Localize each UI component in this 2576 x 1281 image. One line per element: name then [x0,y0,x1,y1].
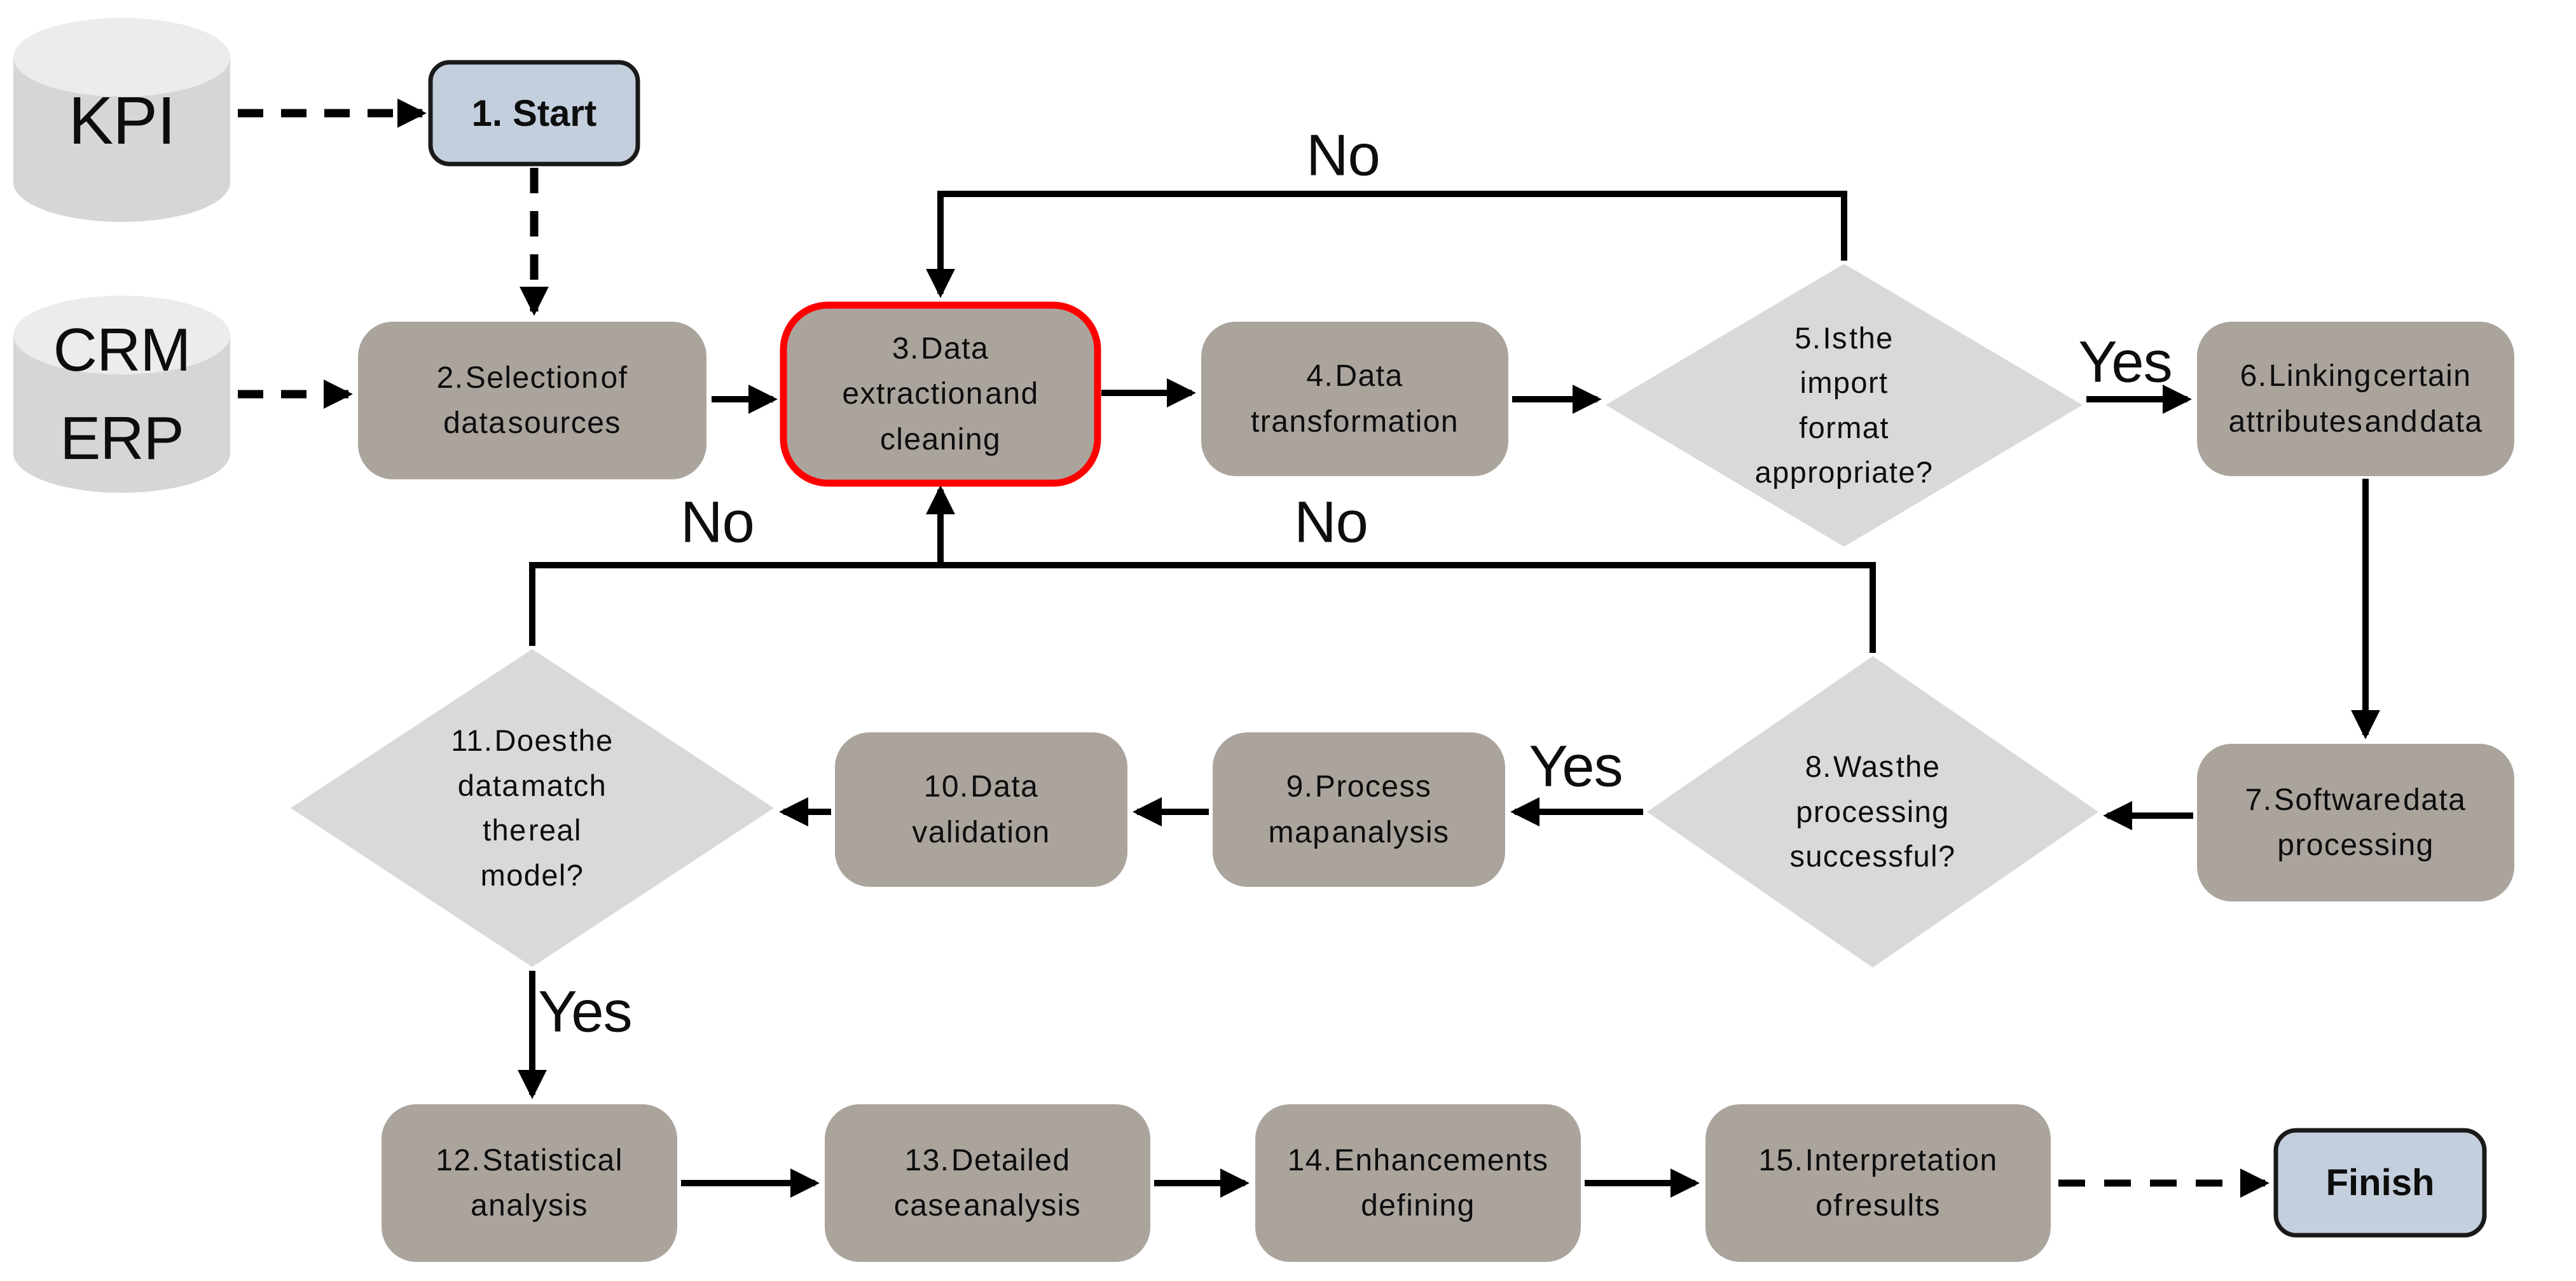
finish-node-label: Finish [2325,1162,2435,1203]
step12-shape [382,1104,677,1262]
decision11-label: 11. Does the data match the real model? [451,723,614,892]
step7-shape [2197,744,2514,901]
finish-shape [2273,1128,2487,1238]
step4-shape [1201,322,1508,476]
step9-label: 9. Process map analysis [1268,770,1450,849]
step7-label: 7. Software data processing [2245,783,2467,862]
step6-shape [2197,322,2514,476]
step6-label: 6. Linking certain attributes and data [2228,359,2483,439]
decision5-label: 5. Is the import format appropriate? [1754,320,1934,490]
start-shape [428,60,640,167]
step12-label: 12. Statistical analysis [436,1143,623,1223]
step13-label: 13. Detailed case analysis [893,1143,1082,1223]
step3-shape-highlighted [780,301,1101,487]
edge-no-bus-d11-d8 [529,562,1876,653]
yes-label-decision5: Yes [2078,329,2172,395]
yes-label-decision11: Yes [538,979,632,1045]
step13-shape [825,1104,1150,1262]
step10-shape [835,732,1127,887]
decision8-shape [1647,656,2098,968]
no-label-top: No [1306,123,1381,188]
start-node-label: 1. Start [471,92,597,134]
step2-label: 2. Selection of data sources [436,360,628,440]
decision5-shape [1606,264,2083,547]
step4-label: 4. Data transformation [1251,359,1459,439]
step14-label: 14. Enhancements defining [1287,1143,1549,1223]
decision11-shape [291,649,774,967]
step3-label: 3. Data extraction and cleaning [842,332,1039,456]
crm-erp-datastore-label: CRM ERP [53,315,191,472]
decision8-label: 8. Was the processing successful? [1789,750,1956,873]
kpi-cylinder [13,18,230,223]
step15-shape [1705,1104,2051,1262]
step15-label: 15. Interpretation of results [1758,1143,1998,1223]
step14-shape [1255,1104,1581,1262]
edge-d5-to-s3-no [926,191,1847,298]
crm-erp-cylinder [13,296,230,493]
step10-label: 10. Data validation [912,770,1050,849]
no-label-decision8: No [1294,490,1368,555]
no-label-decision11: No [680,490,755,555]
yes-label-decision8: Yes [1529,734,1623,799]
step9-shape [1213,732,1505,887]
kpi-datastore-label: KPI [68,83,176,159]
step2-shape [358,322,706,479]
